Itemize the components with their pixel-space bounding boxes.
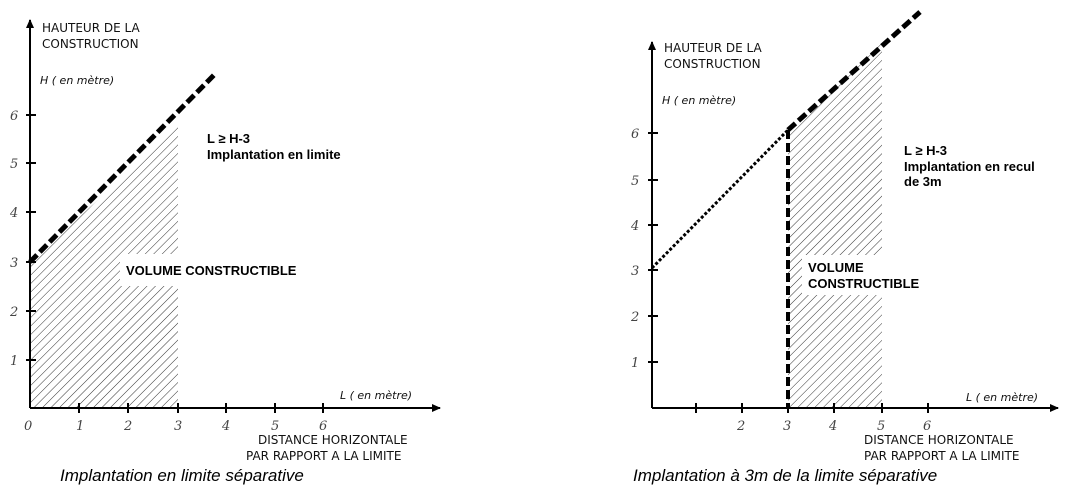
diagram-right: VOLUME CONSTRUCTIBLE 1 2 3 4 5 6 <box>630 10 1059 463</box>
y-tick-label: 2 <box>630 310 639 325</box>
x-tick-label: 0 <box>24 419 32 434</box>
y-tick-label: 3 <box>631 264 639 279</box>
x-ticks <box>695 403 929 413</box>
caption-left: Implantation en limite séparative <box>60 466 304 485</box>
y-tick-label: 4 <box>9 206 18 221</box>
caption-right: Implantation à 3m de la limite séparativ… <box>633 466 938 485</box>
y-tick-label: 6 <box>631 127 639 142</box>
x-tick-label: 4 <box>221 419 230 434</box>
y-axis-title: HAUTEUR DE LA <box>42 21 140 35</box>
volume-label-box <box>802 255 890 295</box>
x-tick-label: 6 <box>923 419 931 434</box>
y-axis-title: CONSTRUCTION <box>42 37 139 51</box>
x-axis-caption: PAR RAPPORT A LA LIMITE <box>246 449 401 463</box>
y-axis-unit: H ( en mètre) <box>662 94 736 107</box>
x-tick-label: 5 <box>271 419 279 434</box>
x-tick-label: 1 <box>76 419 84 434</box>
height-limit-line <box>28 73 216 264</box>
x-tick-label: 5 <box>877 419 885 434</box>
diagram-left: VOLUME CONSTRUCTIBLE 1 2 3 4 5 6 <box>9 19 441 463</box>
y-axis-title: HAUTEUR DE LA <box>664 41 762 55</box>
x-axis-caption: PAR RAPPORT A LA LIMITE <box>864 449 1019 463</box>
y-tick-label: 5 <box>631 174 639 189</box>
x-axis-unit: L ( en mètre) <box>966 391 1038 404</box>
y-tick-label: 1 <box>631 356 639 371</box>
constructible-volume-area <box>30 127 178 408</box>
x-ticks <box>78 403 324 413</box>
volume-label-box <box>120 254 280 286</box>
volume-label: CONSTRUCTIBLE <box>808 276 920 291</box>
rule-detail: Implantation en recul <box>904 159 1035 174</box>
x-tick-label: 2 <box>123 419 132 434</box>
y-tick-labels: 1 2 3 4 5 6 <box>9 109 18 369</box>
rule-detail: de 3m <box>904 174 942 189</box>
height-limit-line-dotted <box>650 128 790 270</box>
y-tick-label: 3 <box>10 256 18 271</box>
y-ticks <box>648 132 658 363</box>
y-tick-label: 2 <box>9 305 18 320</box>
x-tick-labels: 0 1 2 3 4 5 6 <box>24 419 327 434</box>
x-tick-label: 4 <box>828 419 837 434</box>
y-tick-label: 4 <box>630 219 639 234</box>
x-axis-caption: DISTANCE HORIZONTALE <box>258 433 408 447</box>
rule-formula: L ≥ H-3 <box>904 143 947 158</box>
y-tick-label: 6 <box>10 109 18 124</box>
y-axis-unit: H ( en mètre) <box>40 74 114 87</box>
y-tick-label: 1 <box>10 354 18 369</box>
y-ticks <box>26 114 36 361</box>
rule-formula: L ≥ H-3 <box>207 131 250 146</box>
x-tick-labels: 2 3 4 5 6 <box>736 419 931 434</box>
y-axis-title: CONSTRUCTION <box>664 57 761 71</box>
x-tick-label: 3 <box>783 419 791 434</box>
constructible-volume-area <box>788 42 882 408</box>
volume-label: VOLUME <box>808 260 864 275</box>
x-tick-label: 3 <box>174 419 182 434</box>
x-axis-caption: DISTANCE HORIZONTALE <box>864 433 1014 447</box>
x-tick-label: 6 <box>319 419 327 434</box>
y-tick-labels: 1 2 3 4 5 6 <box>630 127 639 371</box>
x-axis-unit: L ( en mètre) <box>340 389 412 402</box>
y-tick-label: 5 <box>10 157 18 172</box>
volume-label: VOLUME CONSTRUCTIBLE <box>126 263 297 278</box>
x-tick-label: 2 <box>736 419 745 434</box>
rule-detail: Implantation en limite <box>207 147 341 162</box>
height-limit-line <box>786 10 922 132</box>
